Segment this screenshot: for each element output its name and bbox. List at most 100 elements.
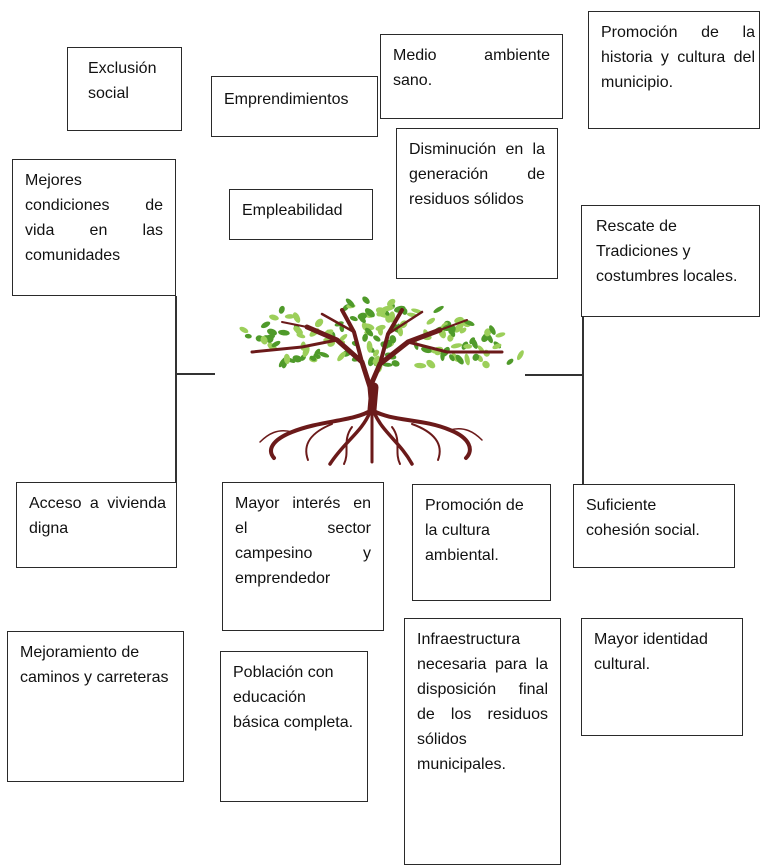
leaf xyxy=(269,314,279,321)
box-promocion-historia-text: Promoción de la historia y cultura del m… xyxy=(601,24,755,91)
leaf xyxy=(464,353,470,366)
leaf xyxy=(440,351,445,362)
leaf xyxy=(364,327,374,337)
box-emprendimientos: Emprendimientos xyxy=(211,76,378,137)
leaf xyxy=(349,316,358,322)
leaf xyxy=(381,305,394,312)
leaf xyxy=(266,328,278,336)
leaf xyxy=(495,332,506,338)
leaf xyxy=(426,359,436,369)
leaf xyxy=(440,322,448,329)
box-medio-ambiente: Medio ambiente sano. xyxy=(380,34,563,119)
box-mejoramiento-caminos: Mejoramiento de caminos y carreteras xyxy=(7,631,184,782)
leaf xyxy=(382,362,393,367)
box-rescate-tradiciones: Rescate de Tradiciones y costumbres loca… xyxy=(581,205,760,317)
leaf xyxy=(364,308,375,318)
box-disminucion-residuos-text: Disminución en la generación de residuos… xyxy=(409,141,545,208)
leaf xyxy=(338,334,348,342)
box-exclusion-social: Exclusión social xyxy=(67,47,182,131)
leaf xyxy=(516,350,524,361)
box-acceso-vivienda: Acceso a vivienda digna xyxy=(16,482,177,568)
connector-left-vertical xyxy=(175,296,177,482)
leaf xyxy=(472,353,480,361)
box-infraestructura-text: Infraestructura necesaria para la dispos… xyxy=(417,631,548,773)
tree-trunk-branches xyxy=(250,308,504,415)
leaf xyxy=(387,298,396,307)
box-medio-ambiente-text: Medio ambiente sano. xyxy=(393,47,550,89)
leaf xyxy=(484,328,492,337)
leaf xyxy=(453,323,464,333)
box-poblacion-educacion-text: Población con educación básica completa. xyxy=(233,664,354,731)
box-mejores-condiciones-text: Mejores condiciones de vida en las comun… xyxy=(25,172,163,264)
leaf xyxy=(471,338,478,349)
leaf xyxy=(309,355,317,362)
leaf xyxy=(239,326,249,334)
leaf xyxy=(357,312,367,320)
leaf xyxy=(489,325,496,335)
box-mejoramiento-caminos-text: Mejoramiento de caminos y carreteras xyxy=(20,644,169,686)
leaf xyxy=(362,333,368,342)
leaf xyxy=(450,343,463,349)
leaf xyxy=(367,356,375,367)
leaf xyxy=(391,360,400,367)
box-empleabilidad-text: Empleabilidad xyxy=(242,202,343,219)
connector-left-horizontal xyxy=(175,373,215,375)
box-mayor-identidad: Mayor identidad cultural. xyxy=(581,618,743,736)
connector-right-horizontal xyxy=(525,374,583,376)
box-promocion-cultura-ambiental: Promoción de la cultura ambiental. xyxy=(412,484,551,601)
box-rescate-tradiciones-text: Rescate de Tradiciones y costumbres loca… xyxy=(596,218,738,285)
leaf xyxy=(492,343,502,350)
leaf xyxy=(455,354,464,365)
tree-icon xyxy=(239,296,524,466)
box-mejores-condiciones: Mejores condiciones de vida en las comun… xyxy=(12,159,176,296)
leaf xyxy=(278,329,290,336)
leaf xyxy=(482,360,490,369)
leaf xyxy=(372,355,380,364)
box-empleabilidad: Empleabilidad xyxy=(229,189,373,240)
tree-roots xyxy=(259,408,483,466)
leaf xyxy=(433,305,444,313)
box-mayor-interes-text: Mayor interés en el sector campesino y e… xyxy=(235,495,371,587)
leaf xyxy=(345,298,355,308)
leaf xyxy=(278,305,285,314)
box-mayor-identidad-text: Mayor identidad cultural. xyxy=(594,631,708,673)
box-exclusion-social-text: Exclusión social xyxy=(88,60,157,102)
leaf xyxy=(283,353,291,365)
box-poblacion-educacion: Población con educación básica completa. xyxy=(220,651,368,802)
leaf xyxy=(314,318,324,328)
leaf xyxy=(337,351,346,362)
leaf xyxy=(463,319,475,326)
box-emprendimientos-text: Emprendimientos xyxy=(224,91,349,108)
leaf xyxy=(426,317,436,325)
box-disminucion-residuos: Disminución en la generación de residuos… xyxy=(396,128,558,279)
leaf xyxy=(314,348,321,357)
box-mayor-interes: Mayor interés en el sector campesino y e… xyxy=(222,482,384,631)
box-infraestructura: Infraestructura necesaria para la dispos… xyxy=(404,618,561,865)
leaf xyxy=(292,312,301,323)
leaf xyxy=(397,327,404,337)
leaf xyxy=(463,344,473,349)
box-promocion-cultura-ambiental-text: Promoción de la cultura ambiental. xyxy=(425,497,524,564)
box-promocion-historia: Promoción de la historia y cultura del m… xyxy=(588,11,760,129)
leaf xyxy=(449,354,455,362)
box-acceso-vivienda-text: Acceso a vivienda digna xyxy=(29,495,166,537)
leaf xyxy=(260,321,271,329)
connector-right-vertical xyxy=(582,317,584,484)
leaf xyxy=(385,315,392,323)
box-suficiente-cohesion: Suficiente cohesión social. xyxy=(573,484,735,568)
leaf xyxy=(362,296,370,304)
leaf xyxy=(318,351,330,358)
box-suficiente-cohesion-text: Suficiente cohesión social. xyxy=(586,497,700,539)
leaf xyxy=(377,325,383,336)
leaf xyxy=(302,345,310,358)
leaf xyxy=(389,335,397,344)
leaf xyxy=(414,362,427,369)
leaf xyxy=(448,325,456,335)
leaf xyxy=(260,335,268,345)
leaf xyxy=(292,355,302,363)
leaf xyxy=(244,333,252,339)
leaf xyxy=(293,326,303,334)
leaf xyxy=(284,314,295,319)
leaf xyxy=(366,340,373,353)
leaf xyxy=(506,358,514,365)
